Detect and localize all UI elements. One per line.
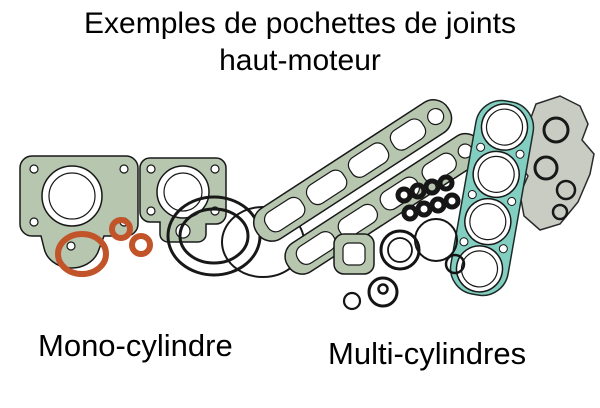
cover-inner-ring	[163, 172, 203, 212]
orange-oring-small	[129, 233, 153, 257]
multi-cylinder-gasket-set	[252, 95, 595, 311]
square-gasket-hole	[342, 242, 366, 266]
image-title: Exemples de pochettes de joints haut-mot…	[0, 5, 600, 79]
cover-hole	[156, 165, 210, 219]
mono-cylinder-gasket-set	[19, 155, 305, 278]
cam-gasket-holes	[533, 116, 577, 221]
orange-oring-small	[109, 217, 133, 241]
label-mono-cylindre: Mono-cylindre	[38, 328, 233, 363]
bolt-holes	[459, 142, 525, 254]
black-orings	[342, 218, 466, 311]
label-multi-cylindres: Multi-cylindres	[328, 336, 527, 371]
cylinder-bores	[455, 103, 529, 293]
bore-inner-ring	[48, 172, 96, 220]
title-line-2: haut-moteur	[219, 44, 381, 77]
valve-stem-seals	[395, 174, 461, 222]
cylinder-bore-hole	[41, 165, 103, 227]
valve-cover-cutouts	[263, 107, 445, 233]
four-cylinder-head-gasket	[449, 99, 535, 297]
orange-oring-large	[55, 231, 109, 277]
small-gaskets-and-orings	[333, 218, 466, 311]
title-line-1: Exemples de pochettes de joints	[84, 7, 516, 40]
